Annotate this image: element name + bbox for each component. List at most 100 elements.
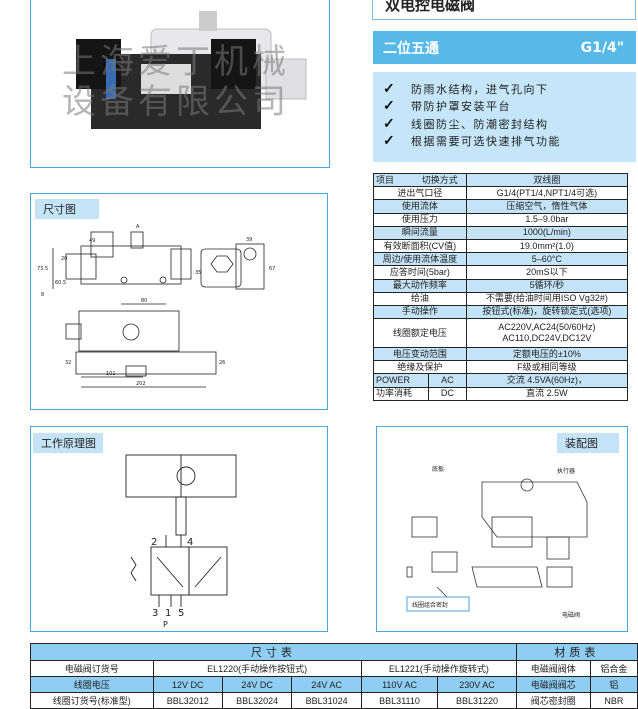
cell: 12V DC xyxy=(152,676,223,693)
spec-value: 5–60°C xyxy=(465,252,629,267)
check-icon: ✓ xyxy=(383,133,397,150)
port-1: 1 xyxy=(165,608,171,619)
spec-label: 周边/使用流体温度 xyxy=(373,252,467,267)
material-value: 铝 xyxy=(589,676,638,693)
feature-list: ✓防雨水结构，进气孔向下 ✓ 带防护罩安装平台 ✓ 线圈防尘、防潮密封结构 ✓ 根据需… xyxy=(373,72,636,162)
dim-80: 80 xyxy=(141,298,147,304)
spec-label: 进出气口径 xyxy=(373,186,467,201)
cell: 230V AC xyxy=(437,676,517,693)
power-sub-label: 功率消耗 xyxy=(373,386,429,401)
cell: 110V AC xyxy=(360,676,439,693)
dim-26: 26 xyxy=(219,360,225,366)
material-name: 阀芯密封圈 xyxy=(515,692,591,709)
spec-value: 1000(L/min) xyxy=(465,225,629,240)
check-icon: ✓ xyxy=(383,115,397,132)
cell: 24V DC xyxy=(221,676,293,693)
dim-60-5: 60.5 xyxy=(55,280,66,286)
size-table-title: 尺寸表 xyxy=(30,643,517,661)
cell: BBL31110 xyxy=(360,692,439,709)
feature-text: 带防护罩安装平台 xyxy=(411,100,511,114)
cell: BBL31024 xyxy=(291,692,362,709)
dim-67: 67 xyxy=(269,266,275,272)
port-2: 2 xyxy=(151,537,157,548)
dim-8: 8 xyxy=(41,292,44,298)
port-4: 4 xyxy=(187,537,193,548)
table-row: 使用流体压缩空气，惰性气体 xyxy=(373,199,629,214)
table-row: 应答时间(5bar)20mS以下 xyxy=(373,265,629,280)
assembly-drawing: 底板 执行器 线圈组合密封 电磁阀 xyxy=(406,465,588,619)
cell: BBL31220 xyxy=(437,692,517,709)
row-label: 线圈订货号(标准型) xyxy=(30,692,154,709)
dim-a: A xyxy=(136,224,140,230)
spec-value: F级或相同等级 xyxy=(465,360,629,375)
cell: BBL32012 xyxy=(152,692,223,709)
check-icon: ✓ xyxy=(383,98,397,115)
dimension-label: 尺寸图 xyxy=(35,199,99,219)
spec-value: 1.5–9.0bar xyxy=(465,212,629,227)
spec-label: 瞬间流量 xyxy=(373,225,467,240)
row-label: 电磁阀订货号 xyxy=(30,660,154,677)
product-photo xyxy=(76,11,307,129)
feature-item: ✓ 根据需要可选快速排气功能 xyxy=(383,133,636,151)
working-principle-panel: 工作原理图 2 4 3 1 5 P xyxy=(30,426,328,632)
ac-label: AC xyxy=(428,373,467,388)
cell: BBL32024 xyxy=(221,692,293,709)
spec-value: 20mS以下 xyxy=(465,265,629,280)
spec-header-row: 项目切换方式双线圈 xyxy=(373,172,629,188)
table-row: 给油不需要(给油时间用ISO Vg32#) xyxy=(373,291,629,306)
spec-label: 线圈额定电压 xyxy=(373,318,467,349)
assembly-label: 装配图 xyxy=(557,433,619,453)
feature-text: 线圈防尘、防潮密封结构 xyxy=(411,117,549,131)
working-label: 工作原理图 xyxy=(33,433,103,453)
dim-35: 35 xyxy=(195,270,201,276)
spec-label: 使用压力 xyxy=(373,212,467,227)
spec-value: 按钮式(标准)，旋转锁定式(选项) xyxy=(465,304,629,320)
assembly-panel: 装配图 底板 执行器 线圈组合密封 电磁阀 xyxy=(376,426,628,632)
spec-label: 电压变动范围 xyxy=(373,347,467,362)
spec-label: 有效断面积(CV值) xyxy=(373,238,467,254)
feature-item: ✓防雨水结构，进气孔向下 xyxy=(383,80,636,98)
dim-32: 32 xyxy=(65,360,71,366)
header-item: 项目 xyxy=(376,174,395,185)
spec-label: 绝缘及保护 xyxy=(373,360,467,375)
material-table-title: 材质表 xyxy=(515,643,638,661)
feature-text: 根据需要可选快速排气功能 xyxy=(411,135,561,149)
spec-value: 5循环/秒 xyxy=(465,278,629,293)
valve-type: 二位五通 xyxy=(383,40,439,57)
callout-coil-seal: 线圈组合密封 xyxy=(412,601,448,609)
dim-39: 39 xyxy=(246,237,252,243)
dimension-drawing: 49 20 73.5 60.5 8 35 80 39 67 32 26 101 … xyxy=(37,224,275,388)
spec-value: 压缩空气，惰性气体 xyxy=(465,199,629,214)
callout-actuator: 执行器 xyxy=(557,467,575,475)
spec-label: 应答时间(5bar) xyxy=(373,265,467,280)
cell: EL1221(手动操作旋转式) xyxy=(360,660,517,677)
spec-label: 使用流体 xyxy=(373,199,467,214)
cell: 24V AC xyxy=(291,676,362,693)
spec-label: 最大动作频率 xyxy=(373,278,467,293)
dim-73-5: 73.5 xyxy=(37,266,48,272)
port-size: G1/4" xyxy=(580,39,624,56)
spec-value: G1/4(PT1/4,NPT1/4可选) xyxy=(465,186,629,201)
spec-value: AC220V,AC24(50/60Hz) AC110,DC24V,DC12V xyxy=(465,318,629,349)
product-photo-panel xyxy=(30,0,330,168)
cell: EL1220(手动操作按钮式) xyxy=(152,660,362,677)
table-row: 手动操作按钮式(标准)，旋转锁定式(选项) xyxy=(373,304,629,320)
table-title-row: 尺寸表材质表 xyxy=(30,643,638,661)
material-value: 铝合金 xyxy=(589,660,638,677)
table-row: 有效断面积(CV值)19.0mm²(1.0) xyxy=(373,238,629,254)
material-name: 电磁阀阀芯 xyxy=(515,676,591,693)
table-row: 电压变动范围定额电压的±10% xyxy=(373,347,629,362)
dim-20: 20 xyxy=(61,256,67,262)
material-value: NBR xyxy=(589,692,638,709)
material-name: 电磁阀阀体 xyxy=(515,660,591,677)
header-bar: 二位五通 G1/4" xyxy=(373,31,636,64)
